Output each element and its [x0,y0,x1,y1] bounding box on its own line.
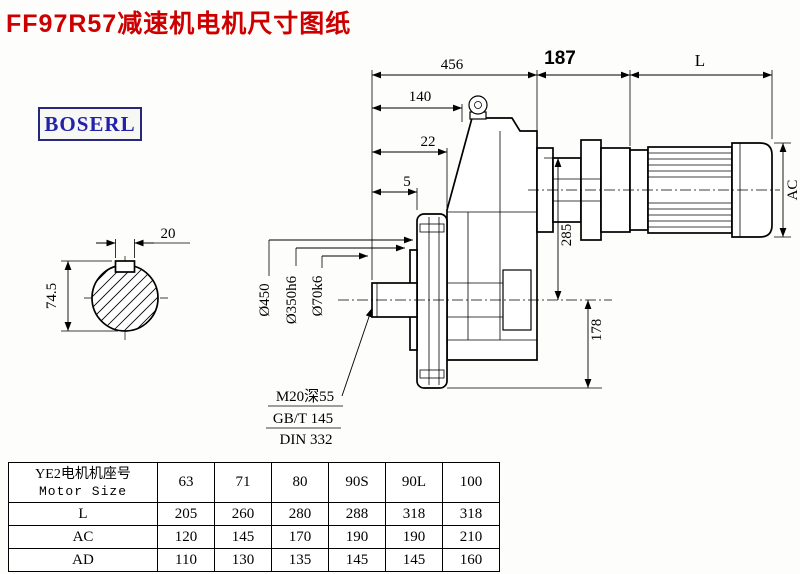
shaft-section-view: 20 74.5 [44,226,190,340]
cell: 145 [328,548,386,572]
cell: 160 [442,548,500,572]
cell: 135 [271,548,329,572]
keyway [114,260,136,273]
cell: 210 [442,525,500,549]
technical-drawing: 20 74.5 [44,48,800,448]
dimension-annotations: 456 187 L 140 22 5 285 178 AC [371,48,800,389]
cell: 110 [157,548,215,572]
dim-motor-length: L [695,51,705,70]
cell: 145 [214,525,272,549]
header-line-en: Motor Size [38,483,127,499]
cell: 170 [271,525,329,549]
cell: 145 [385,548,443,572]
brand-logo: BOSERL [38,107,142,141]
cell: 288 [328,502,386,526]
cell: 205 [157,502,215,526]
note-tap: M20深55 [276,388,334,405]
dim-adapter-length: 187 [544,48,576,69]
dim-spigot-depth: 5 [403,174,411,190]
output-flange [416,213,448,389]
cell: 190 [385,525,443,549]
diameter-callouts: Ø450 Ø350h6 Ø70k6 [257,236,413,324]
row-label: L [8,502,158,526]
table-header-row: YE2电机机座号 Motor Size 63 71 80 90S 90L 100 [8,462,500,503]
dim-center-height-upper: 285 [559,224,575,247]
row-label: AD [8,548,158,572]
size-col-header: 63 [157,462,215,503]
cell: 190 [328,525,386,549]
size-col-header: 80 [271,462,329,503]
cell: 318 [442,502,500,526]
dim-flange-thickness: 22 [421,134,436,150]
table-header-motor-size: YE2电机机座号 Motor Size [8,462,158,503]
eye-bolt [468,95,488,120]
dim-total-length: 456 [441,57,464,73]
callout-shaft-diameter: Ø70k6 [310,275,326,316]
size-col-header: 100 [442,462,500,503]
cell: 318 [385,502,443,526]
table-row-L: L 205 260 280 288 318 318 [8,502,500,526]
size-col-header: 90L [385,462,443,503]
callout-flange-diameter: Ø450 [257,283,273,316]
cell: 260 [214,502,272,526]
brand-logo-text: BOSERL [44,111,136,136]
dim-housing-offset: 140 [409,89,432,105]
motor-size-table: YE2电机机座号 Motor Size 63 71 80 90S 90L 100… [8,462,500,572]
dim-center-to-base: 178 [589,319,605,342]
row-label: AC [8,525,158,549]
cell: 120 [157,525,215,549]
size-col-header: 90S [328,462,386,503]
table-row-AD: AD 110 130 135 145 145 160 [8,548,500,572]
table-row-AC: AC 120 145 170 190 190 210 [8,525,500,549]
note-tap-standard: GB/T 145 [273,411,333,427]
gearbox-side-view [338,95,780,389]
dim-motor-diameter: AC [785,180,800,201]
header-line-cn: YE2电机机座号 [35,466,131,482]
page-title: FF97R57减速机电机尺寸图纸 [6,10,352,38]
note-center-hole-standard: DIN 332 [280,432,333,448]
cell: 130 [214,548,272,572]
thread-note: M20深55 GB/T 145 DIN 332 [266,307,373,448]
dim-key-width: 20 [161,226,176,242]
dim-shaft-with-key: 74.5 [44,283,60,309]
callout-spigot-diameter: Ø350h6 [284,275,300,324]
cell: 280 [271,502,329,526]
size-col-header: 71 [214,462,272,503]
